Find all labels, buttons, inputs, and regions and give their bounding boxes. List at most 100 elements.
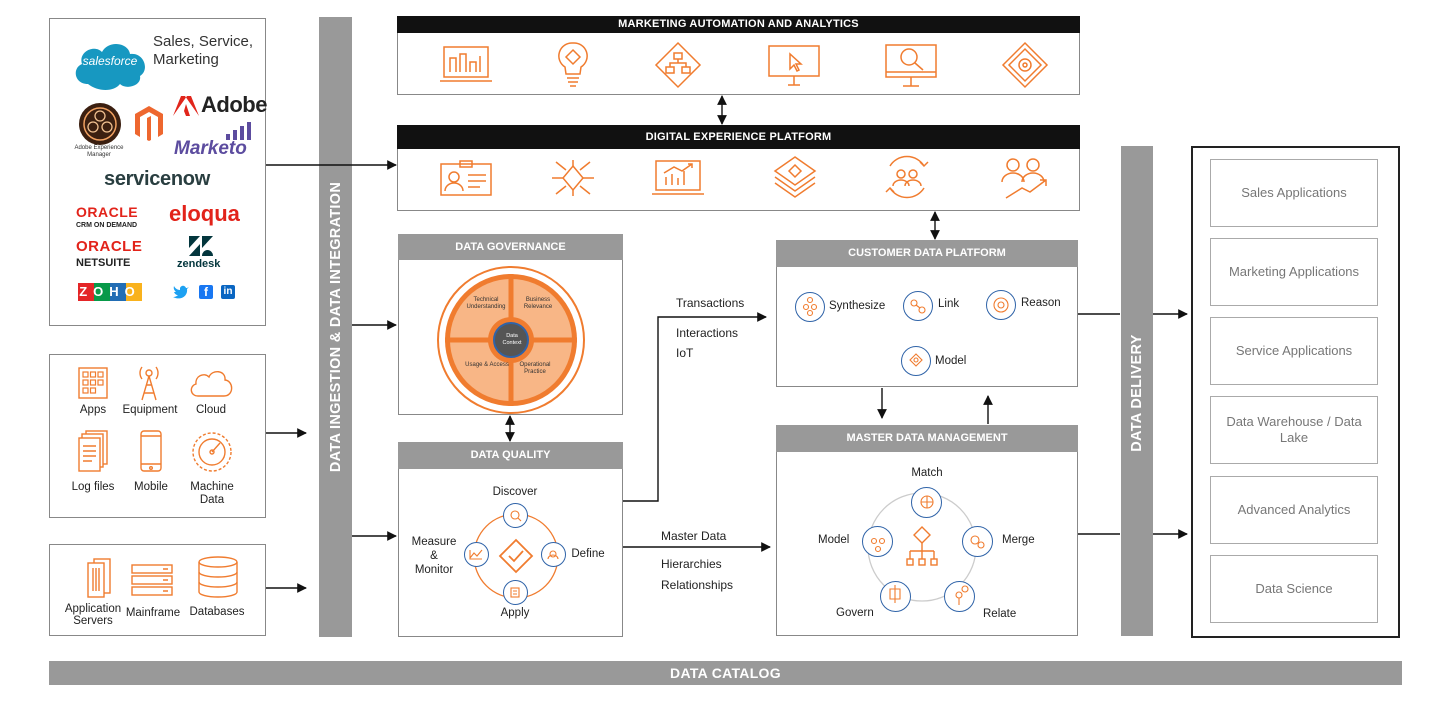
magento-logo — [135, 106, 163, 141]
marketing-analytics-laptop-icon — [440, 46, 492, 82]
output-advanced-analytics: Advanced Analytics — [1210, 476, 1378, 544]
log-files-label: Log files — [71, 481, 115, 493]
databases-icon — [198, 556, 238, 598]
customer-data-platform-title: CUSTOMER DATA PLATFORM — [776, 240, 1078, 267]
salesforce-logo-text: salesforce — [82, 54, 138, 68]
data-delivery-bar — [1121, 146, 1153, 636]
mdm-govern-label: Govern — [836, 607, 874, 619]
aem-caption: Adobe Experience Manager — [74, 145, 124, 158]
marketing-idea-bulb-icon — [558, 42, 588, 87]
quality-step-glyphs — [469, 510, 559, 598]
adobe-logo-icon — [173, 96, 199, 116]
dxp-audience-cycle-icon — [885, 155, 929, 199]
linkedin-icon: in — [221, 285, 235, 299]
flow-relationships: Relationships — [661, 578, 734, 592]
application-servers-label: Application Servers — [64, 603, 122, 627]
flow-transactions: Transactions — [676, 296, 745, 310]
quality-apply-label: Apply — [500, 607, 530, 619]
quality-discover-label: Discover — [492, 486, 538, 498]
governance-quadrant-usage: Usage & Access — [465, 362, 509, 368]
cdp-model-icon — [901, 346, 931, 376]
apps-label: Apps — [79, 404, 107, 416]
governance-wheel — [437, 266, 585, 414]
mdm-merge-icon — [962, 526, 993, 557]
oracle-crm-caption: CRM ON DEMAND — [76, 222, 138, 229]
output-sales-applications: Sales Applications — [1210, 159, 1378, 227]
machine-data-label: Machine Data — [190, 481, 234, 506]
data-quality-title: DATA QUALITY — [398, 442, 623, 469]
dxp-growth-chart-icon — [652, 160, 704, 195]
machine-data-icon — [192, 432, 232, 472]
cdp-link-label: Link — [938, 298, 960, 310]
dxp-layers-icon — [773, 156, 817, 198]
mobile-label: Mobile — [134, 481, 168, 493]
servicenow-wordmark: servicenow — [104, 168, 210, 190]
quality-define-label: Define — [571, 548, 605, 560]
mdm-relate-label: Relate — [983, 608, 1017, 620]
governance-center-label: Data Context — [502, 333, 522, 346]
marketing-automation-title: MARKETING AUTOMATION AND ANALYTICS — [397, 16, 1080, 33]
cdp-synthesize-label: Synthesize — [829, 300, 886, 312]
dxp-network-icon — [552, 160, 594, 196]
quality-measure-icon — [464, 542, 489, 567]
marketing-workflow-icon — [654, 41, 702, 89]
output-marketing-applications: Marketing Applications — [1210, 238, 1378, 306]
databases-label: Databases — [189, 606, 245, 618]
flow-hierarchies: Hierarchies — [661, 557, 722, 571]
mainframe-label: Mainframe — [125, 607, 181, 619]
dxp-team-growth-icon — [1001, 158, 1047, 199]
cloud-label: Cloud — [195, 404, 227, 416]
netsuite-caption: NETSUITE — [76, 257, 131, 269]
equipment-icon — [139, 366, 159, 401]
cdp-reason-icon — [986, 290, 1016, 320]
mdm-match-label: Match — [911, 467, 943, 479]
adobe-wordmark: Adobe — [201, 92, 267, 117]
marketing-search-monitor-icon — [885, 44, 937, 87]
cdp-model-label: Model — [935, 355, 967, 367]
mdm-icon-glyphs — [870, 495, 985, 605]
data-ingestion-bar — [319, 17, 352, 637]
mdm-merge-label: Merge — [1002, 534, 1035, 546]
cdp-icon-glyphs — [802, 296, 1009, 367]
flow-iot: IoT — [676, 346, 694, 360]
master-data-management-title: MASTER DATA MANAGEMENT — [776, 425, 1078, 452]
mainframe-icon — [131, 564, 173, 596]
salesforce-caption: Sales, Service, Marketing — [153, 33, 254, 68]
flow-interactions: Interactions — [676, 326, 739, 340]
flow-master-data: Master Data — [661, 529, 727, 543]
zoho-logo — [78, 283, 142, 301]
output-service-applications: Service Applications — [1210, 317, 1378, 385]
governance-quadrant-technical: Technical Understanding — [466, 297, 506, 310]
aem-logo — [79, 103, 121, 145]
mdm-relate-icon — [944, 581, 975, 612]
cloud-icon — [190, 371, 233, 397]
data-governance-title: DATA GOVERNANCE — [398, 234, 623, 260]
output-data-science: Data Science — [1210, 555, 1378, 623]
oracle-netsuite-logo: ORACLE — [76, 238, 143, 255]
governance-quadrant-business: Business Relevance — [523, 297, 553, 310]
mdm-model-label: Model — [818, 534, 850, 546]
mobile-icon — [140, 430, 162, 472]
zendesk-logo-icon — [189, 236, 213, 256]
output-data-warehouse: Data Warehouse / Data Lake — [1210, 396, 1378, 464]
marketing-click-monitor-icon — [768, 45, 820, 86]
zoho-wordmark: ZOHO — [79, 284, 141, 299]
application-servers-icon — [87, 558, 111, 598]
digital-experience-title: DIGITAL EXPERIENCE PLATFORM — [397, 125, 1080, 149]
dxp-id-card-icon — [440, 160, 492, 196]
data-catalog-bar: DATA CATALOG — [49, 661, 1402, 685]
eloqua-wordmark: eloqua — [169, 201, 240, 226]
twitter-icon — [173, 285, 189, 299]
log-files-icon — [78, 430, 108, 472]
system-sources-panel — [49, 544, 266, 636]
cdp-reason-label: Reason — [1021, 297, 1061, 309]
quality-measure-label: Measure & Monitor — [411, 536, 457, 576]
data-quality-panel — [398, 442, 623, 637]
governance-quadrant-operational: Operational Practice — [519, 362, 551, 375]
equipment-label: Equipment — [122, 404, 178, 416]
marketo-wordmark: Marketo — [174, 138, 247, 159]
apps-icon — [78, 367, 108, 399]
marketo-bars-icon — [226, 122, 251, 140]
quality-discover-icon — [503, 503, 528, 528]
